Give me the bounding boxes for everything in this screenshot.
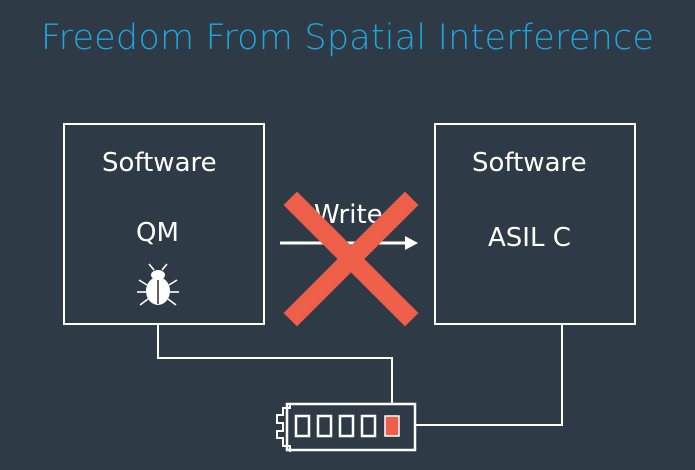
x-mark-icon <box>283 191 419 327</box>
slide-title: Freedom From Spatial Interference <box>40 18 655 58</box>
qm-label: QM <box>136 218 179 248</box>
bug-icon <box>137 263 179 306</box>
asil-label: ASIL C <box>488 223 571 253</box>
qm-memory-connector <box>157 325 393 405</box>
memory-cell-3 <box>338 414 355 438</box>
memory-cell-1 <box>294 414 311 438</box>
asil-software-box <box>434 123 636 325</box>
asil-memory-connector <box>421 325 563 426</box>
memory-cell-highlighted <box>384 415 400 437</box>
qm-software-box <box>63 123 265 325</box>
memory-cell-4 <box>360 414 377 438</box>
memory-cell-2 <box>316 414 333 438</box>
memory-chip-icon <box>276 402 421 452</box>
qm-software-heading: Software <box>102 148 217 178</box>
asil-software-heading: Software <box>472 148 587 178</box>
